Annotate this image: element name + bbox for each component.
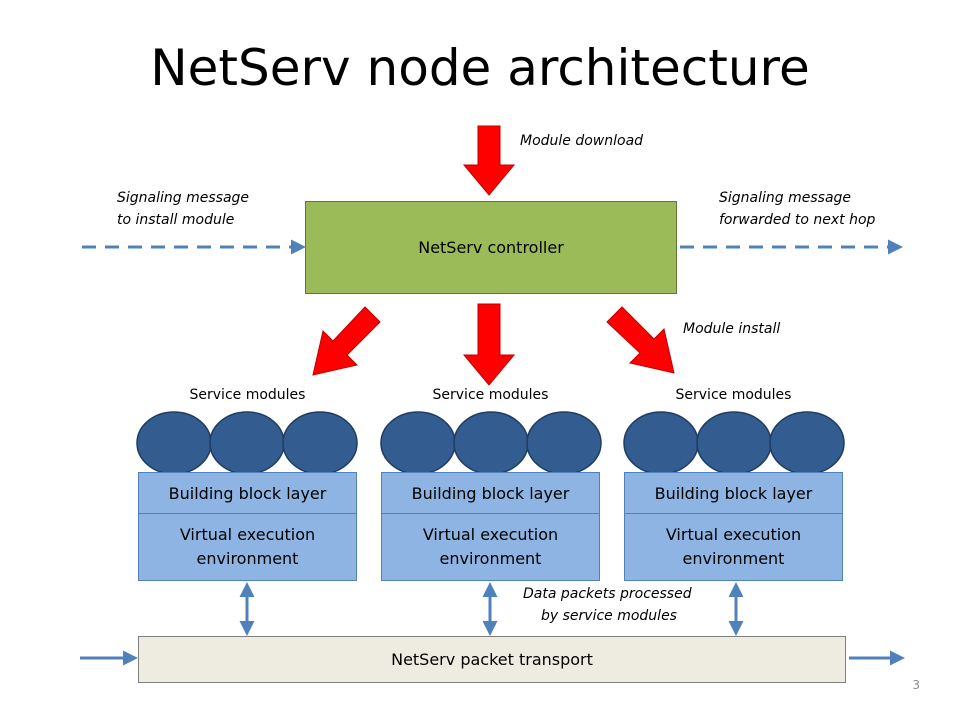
module-download-label: Module download [520, 133, 644, 149]
building-block-label: Building block layer [168, 483, 327, 503]
page-number: 3 [912, 678, 920, 692]
slide-title: NetServ node architecture [150, 39, 810, 97]
vee-label-line2: environment [196, 549, 299, 568]
service-module [623, 411, 699, 475]
vee-label-line2: environment [682, 549, 785, 568]
netserv-packet-transport: NetServ packet transport [138, 636, 846, 683]
service-module [136, 411, 212, 475]
service-module [453, 411, 529, 475]
building-block-layer: Building block layer [624, 472, 843, 514]
service-module [769, 411, 845, 475]
building-block-label: Building block layer [411, 483, 570, 503]
data-packets-label-line1: Data packets processed [523, 586, 692, 602]
vee-label-line1: Virtual execution [422, 525, 559, 544]
virtual-execution-environment: Virtual execution environment [381, 514, 600, 581]
module-install-label: Module install [683, 321, 781, 337]
vee-label-line1: Virtual execution [179, 525, 316, 544]
transport-label: NetServ packet transport [391, 650, 593, 669]
signaling-in-label-line1: Signaling message [117, 190, 250, 206]
virtual-execution-environment: Virtual execution environment [624, 514, 843, 581]
service-module [209, 411, 285, 475]
service-module [380, 411, 456, 475]
module-install-arrow-right [606, 306, 675, 374]
signaling-out-label-line1: Signaling message [719, 190, 852, 206]
module-download-arrow [462, 125, 516, 196]
data-packets-label-line2: by service modules [541, 608, 677, 624]
signaling-out-label-line2: forwarded to next hop [719, 212, 876, 228]
service-module [526, 411, 602, 475]
service-modules-label: Service modules [432, 387, 549, 403]
service-modules-label: Service modules [675, 387, 792, 403]
signaling-in-label-line2: to install module [117, 212, 235, 228]
building-block-layer: Building block layer [381, 472, 600, 514]
building-block-layer: Building block layer [138, 472, 357, 514]
netserv-controller: NetServ controller [305, 201, 677, 294]
vee-label-line2: environment [439, 549, 542, 568]
vee-label-line1: Virtual execution [665, 525, 802, 544]
controller-label: NetServ controller [418, 238, 564, 257]
module-install-arrow-center [462, 303, 516, 386]
building-block-label: Building block layer [654, 483, 813, 503]
module-install-arrow-left [312, 306, 381, 376]
service-modules-label: Service modules [189, 387, 306, 403]
virtual-execution-environment: Virtual execution environment [138, 514, 357, 581]
service-module [282, 411, 358, 475]
service-module [696, 411, 772, 475]
